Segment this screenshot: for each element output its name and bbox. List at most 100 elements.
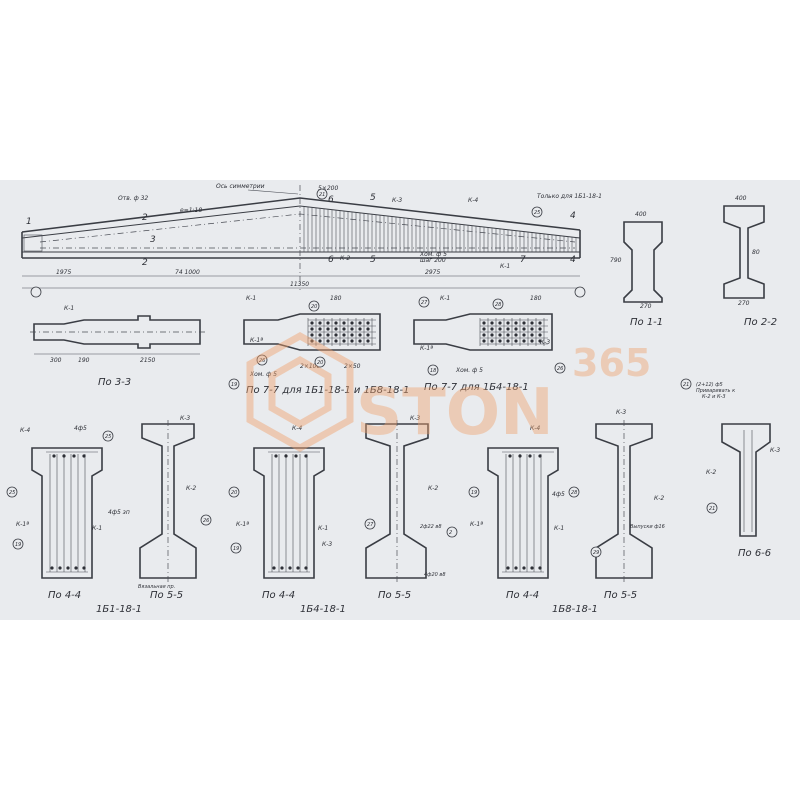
svg-text:2×100: 2×100: [300, 363, 320, 370]
svg-text:19: 19: [471, 490, 477, 496]
svg-text:1: 1: [26, 217, 32, 227]
svg-text:4ф5: 4ф5: [74, 425, 87, 432]
svg-text:К-4: К-4: [292, 425, 302, 432]
svg-text:К-1: К-1: [92, 525, 102, 532]
title-section-3-3: По 3-3: [98, 377, 131, 388]
section-7-7-b: К-1 К-1ª Хом. ф 5 180 К-3 27 28 18 26 По…: [413, 295, 566, 393]
svg-text:1975: 1975: [56, 269, 71, 276]
svg-text:К-1: К-1: [318, 525, 328, 532]
watermark-text: STON: [356, 376, 554, 450]
svg-text:74 1000: 74 1000: [175, 269, 200, 276]
svg-text:Выпуски ф16: Выпуски ф16: [630, 524, 665, 530]
svg-text:е=1:18: е=1:18: [180, 207, 202, 214]
svg-text:2: 2: [449, 530, 452, 536]
svg-text:28: 28: [571, 490, 577, 496]
svg-text:К-4: К-4: [530, 425, 540, 432]
title-section-2-2: По 2-2: [744, 317, 777, 328]
only-for-note: Только для 1Б1-18-1: [537, 193, 602, 200]
svg-text:180: 180: [530, 295, 542, 302]
title-section-5-5-b: По 5-5: [378, 590, 411, 601]
svg-text:К-2: К-2: [428, 485, 438, 492]
svg-text:К-3: К-3: [392, 197, 402, 204]
svg-text:25: 25: [105, 434, 111, 440]
svg-text:790: 790: [610, 257, 622, 264]
svg-text:Отв. ф 32: Отв. ф 32: [118, 195, 148, 202]
svg-text:4: 4: [570, 255, 576, 265]
title-section-7-7-b: По 7-7 для 1Б4-18-1: [424, 382, 529, 393]
svg-text:2ф22 в8: 2ф22 в8: [420, 524, 442, 530]
svg-text:К-1: К-1: [246, 295, 256, 302]
svg-text:2: 2: [142, 258, 148, 268]
svg-text:К-2: К-2: [186, 485, 196, 492]
svg-text:4ф5: 4ф5: [552, 491, 565, 498]
svg-text:К-1ª: К-1ª: [16, 521, 29, 528]
svg-text:4ф5 зп: 4ф5 зп: [108, 509, 130, 516]
svg-text:К-2: К-2: [340, 255, 350, 262]
mark-1b1: 1Б1-18-1: [96, 604, 142, 615]
title-section-4-4-b: По 4-4: [262, 590, 295, 601]
callout-25-top: [531, 206, 543, 218]
svg-text:400: 400: [735, 195, 747, 202]
title-section-4-4-a: По 4-4: [48, 590, 81, 601]
svg-text:Хом. ф 5: Хом. ф 5: [419, 251, 447, 258]
svg-text:К-4: К-4: [20, 427, 30, 434]
svg-text:29: 29: [593, 550, 599, 556]
section-1-1: 400 270 790 По 1-1: [610, 211, 663, 328]
section-6-6: (2+12) ф5 Приваривать к К-2 и К-3 К-3 К-…: [680, 378, 780, 559]
svg-text:К-3: К-3: [540, 339, 550, 346]
title-section-7-7-a: По 7-7 для 1Б1-18-1 и 1Б8-18-1: [246, 385, 409, 396]
svg-text:2150: 2150: [140, 357, 155, 364]
svg-text:20: 20: [317, 360, 323, 366]
section-4-4-1b8: К-4 К-1ª К-1 4ф5 19 28 По 4-4: [468, 425, 580, 601]
svg-text:К-3: К-3: [616, 409, 626, 416]
svg-text:18: 18: [430, 368, 436, 374]
svg-text:27: 27: [421, 300, 428, 306]
svg-text:270: 270: [640, 303, 652, 310]
svg-text:80: 80: [752, 249, 760, 256]
svg-text:270: 270: [738, 300, 750, 307]
section-5-5-1b1: К-3 К-2 4ф5 зп Вязальная пр. 26 По 5-5: [108, 415, 212, 601]
beam-drawing: Ось симметрии Только для 1Б1-18-1 21 25 …: [6, 183, 780, 615]
svg-text:6: 6: [328, 195, 334, 205]
svg-text:Хом. ф 5: Хом. ф 5: [455, 367, 483, 374]
svg-text:2: 2: [142, 213, 148, 223]
svg-text:Вязальная пр.: Вязальная пр.: [138, 584, 175, 590]
svg-text:3: 3: [150, 235, 156, 245]
section-4-4-1b1: К-4 К-1ª К-1 4ф5 25 25 19 По 4-4: [6, 425, 114, 601]
mark-1b4: 1Б4-18-1: [300, 604, 346, 615]
beam-elevation: Ось симметрии Только для 1Б1-18-1 21 25 …: [21, 183, 602, 298]
svg-text:19: 19: [231, 382, 237, 388]
watermark-sub: 365: [572, 341, 651, 385]
svg-text:5: 5: [370, 255, 376, 265]
svg-text:180: 180: [330, 295, 342, 302]
svg-text:К-1ª: К-1ª: [470, 521, 483, 528]
svg-text:21: 21: [319, 192, 325, 198]
svg-text:19: 19: [15, 542, 21, 548]
section-5-5-1b8: К-3 К-2 Выпуски ф16 29 По 5-5: [590, 409, 665, 601]
title-section-4-4-c: По 4-4: [506, 590, 539, 601]
stirrups-right: [303, 206, 577, 252]
svg-text:К-1ª: К-1ª: [420, 345, 433, 352]
svg-text:шаг 200: шаг 200: [420, 257, 446, 264]
svg-text:К-1ª: К-1ª: [250, 337, 263, 344]
svg-text:4ф20 в8: 4ф20 в8: [424, 572, 446, 578]
section-4-4-1b4: К-4 К-1ª К-1 К-3 20 19 По 4-4: [228, 425, 332, 601]
svg-text:4: 4: [570, 211, 576, 221]
svg-text:(2+12) ф5: (2+12) ф5: [696, 382, 723, 388]
svg-text:5×200: 5×200: [318, 185, 338, 192]
section-7-7-a: К-1 К-1ª Хом. ф 5 180 2×100 2×50 20 26 1…: [228, 295, 409, 396]
title-section-1-1: По 1-1: [630, 317, 663, 328]
symmetry-axis-label: Ось симметрии: [216, 183, 265, 190]
svg-text:К-2: К-2: [654, 495, 664, 502]
title-section-5-5-a: По 5-5: [150, 590, 183, 601]
svg-text:К-2: К-2: [706, 469, 716, 476]
svg-text:7: 7: [520, 255, 526, 265]
svg-text:190: 190: [78, 357, 90, 364]
svg-text:К-2 и К-3: К-2 и К-3: [702, 394, 726, 400]
svg-text:26: 26: [557, 366, 563, 372]
title-section-6-6: По 6-6: [738, 548, 771, 559]
mesh-7-7-a: [307, 318, 376, 346]
svg-text:26: 26: [259, 358, 265, 364]
svg-text:19: 19: [233, 546, 239, 552]
svg-text:21: 21: [709, 506, 715, 512]
